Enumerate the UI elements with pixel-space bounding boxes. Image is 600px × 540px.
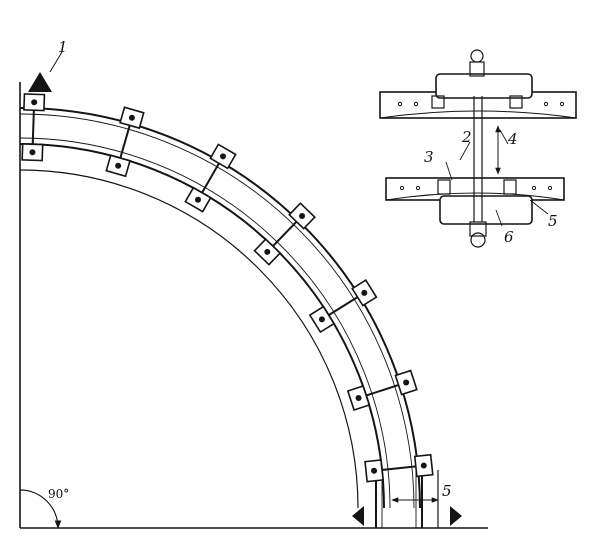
right-angle-marker: 90° [19,487,69,529]
support-marker: 1 [28,38,68,92]
detail-label-2: 2 [461,128,472,146]
arch-joint [21,93,46,162]
arch-joint [346,369,418,411]
detail-label-3: 3 [424,148,434,166]
arch-joint [105,106,145,178]
arch-joints [21,93,434,483]
quadrant-frame [19,82,488,529]
detail-label-5: 5 [548,212,558,230]
arch-beam [19,107,421,509]
detail-label-4: 4 [507,130,518,148]
arch-joint [364,453,434,483]
arch-leg [375,470,439,528]
detail-label-6: 6 [504,228,514,246]
joint-detail-inset [379,49,577,248]
bottom-supports [352,506,462,526]
detail-labels: 2 3 4 5 6 [424,128,558,246]
angle-label: 90° [48,487,69,501]
arch-joint [308,279,378,334]
gap-dimension: 5 [391,482,452,512]
arch-joint [253,202,316,266]
arch-joint [184,143,237,213]
support-marker-label: 1 [58,38,68,56]
gap-label: 5 [442,482,452,500]
